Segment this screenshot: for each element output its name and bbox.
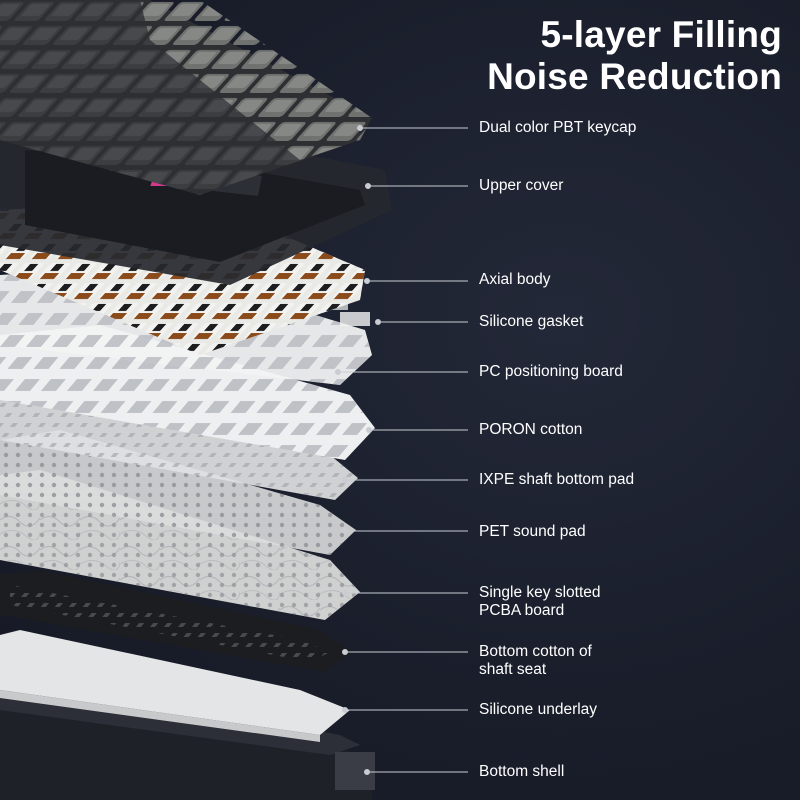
layer-bottom-cotton [0,570,352,672]
layer-pet [0,430,356,555]
headline-line-1: 5-layer Filling [540,14,782,55]
layer-silicone-underlay [0,630,350,742]
headline-line-2: Noise Reduction [487,56,782,97]
leader-lines [335,125,468,775]
headline: 5-layer Filling Noise Reduction [487,14,782,98]
layer-poron [0,325,375,460]
layer-keycap [0,0,372,195]
